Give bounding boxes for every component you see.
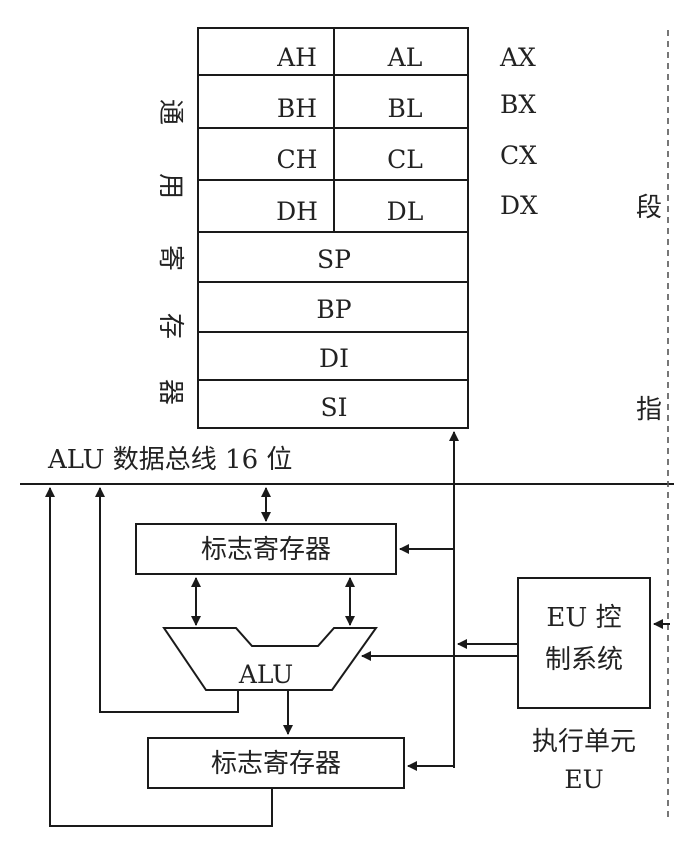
general-register-vertical-label: 通 用 寄 存 器 — [155, 99, 185, 405]
vertical-label-char-4: 存 — [155, 313, 185, 339]
execution-unit-label: 执行单元 — [532, 727, 636, 757]
register-cl: CL — [387, 145, 423, 174]
alu-data-bus: ALU 数据总线 16 位 — [20, 445, 674, 485]
register-bx-label: BX — [500, 90, 536, 119]
register-al: AL — [387, 43, 423, 72]
register-bp: BP — [316, 295, 351, 324]
register-dh: DH — [276, 197, 318, 226]
alu-unit: ALU — [162, 627, 378, 691]
vertical-label-char-3: 寄 — [155, 245, 185, 271]
register-dl: DL — [387, 197, 424, 226]
flag-register-top: 标志寄存器 — [135, 523, 397, 575]
register-cx-label: CX — [500, 141, 537, 170]
register-di: DI — [319, 344, 349, 373]
register-sp: SP — [317, 245, 351, 274]
register-bh: BH — [277, 94, 317, 123]
alu-label: ALU — [238, 660, 293, 689]
vertical-label-char-2: 用 — [155, 173, 185, 199]
eu-control-line1: EU 控 — [546, 603, 621, 633]
flag-output-loop — [45, 487, 273, 827]
vertical-label-char-5: 器 — [155, 379, 185, 405]
segment-register-cut-label: 段 — [636, 193, 662, 223]
register-dx-label: DX — [500, 191, 538, 220]
register-ch: CH — [277, 145, 318, 174]
register-si: SI — [320, 393, 347, 422]
flag-register-bottom: 标志寄存器 — [147, 737, 405, 789]
register-bl: BL — [388, 94, 423, 123]
alu-output-loop — [95, 487, 239, 713]
flag-register-top-label: 标志寄存器 — [201, 535, 331, 565]
vertical-label-char-1: 通 — [155, 99, 185, 125]
general-register-file: AH AL BH BL CH CL DH DL SP BP DI SI AX B… — [197, 27, 538, 429]
flag-register-bottom-label: 标志寄存器 — [211, 749, 341, 779]
instruction-pointer-cut-label: 指 — [636, 395, 662, 425]
eu-control-system: EU 控 制系统 — [517, 577, 651, 709]
bus-label: ALU 数据总线 16 位 — [47, 445, 292, 475]
signal-paths — [45, 431, 670, 827]
register-ax-label: AX — [499, 43, 536, 72]
eu-control-line2: 制系统 — [545, 645, 623, 675]
register-ah: AH — [276, 43, 317, 72]
execution-unit-abbrev: EU — [564, 765, 603, 794]
